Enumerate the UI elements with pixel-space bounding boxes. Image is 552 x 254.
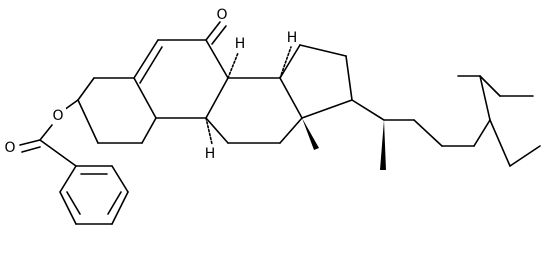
ring-d	[279, 44, 353, 119]
h-c8-label: H	[235, 36, 246, 52]
ester-oxygen-label: O	[52, 108, 63, 124]
ring-a	[77, 77, 157, 144]
h-c9-label: H	[205, 146, 216, 162]
atom-labels: O O O H H H	[2, 5, 297, 162]
ester-group	[19, 99, 79, 167]
stereo-hashes	[205, 46, 292, 145]
ketone-group	[205, 21, 227, 45]
methyl-c18	[302, 118, 319, 150]
ring-c	[205, 77, 303, 144]
benzene-ring	[59, 165, 129, 225]
side-chain	[351, 75, 541, 170]
h-c14-label: H	[287, 30, 298, 46]
carbonyl-oxygen-label: O	[4, 140, 15, 156]
ketone-oxygen-label: O	[216, 7, 227, 23]
ring-b	[133, 39, 229, 119]
